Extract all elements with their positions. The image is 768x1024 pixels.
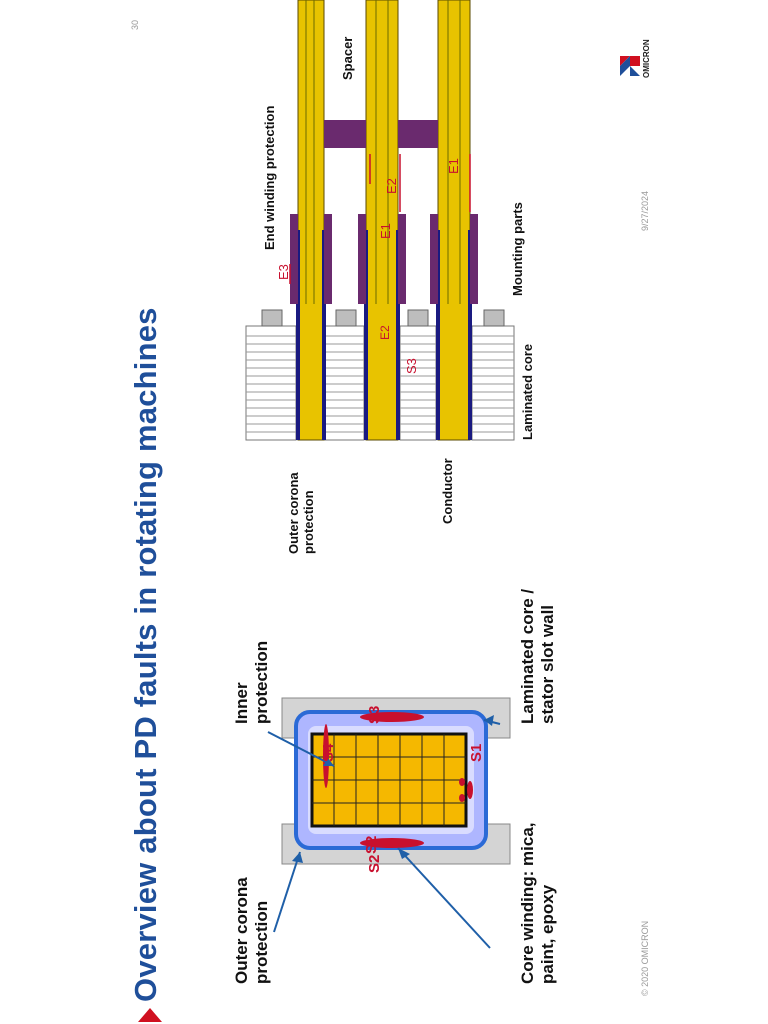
fault-label-e2-b: E2 bbox=[378, 325, 392, 340]
fault-s3-ellipse bbox=[360, 712, 424, 722]
label-laminated-core-right: Laminated core bbox=[520, 343, 535, 440]
label-outer-corona-right-line1: Outer corona bbox=[286, 472, 301, 554]
conductor-grid bbox=[312, 734, 466, 826]
laminated-core-stacks bbox=[245, 325, 515, 441]
fault-s4-ellipse bbox=[323, 724, 329, 788]
fault-label-e1-a: E1 bbox=[378, 223, 393, 239]
fault-label-s2: S2 bbox=[363, 836, 380, 854]
end-winding-protection bbox=[290, 214, 478, 304]
label-outer-corona-right: Outer corona protection bbox=[286, 472, 316, 554]
fault-s1-dot bbox=[467, 781, 473, 799]
fault-label-e1-b: E1 bbox=[446, 158, 461, 174]
label-end-winding: End winding protection bbox=[262, 105, 277, 250]
left-pointer-arrows bbox=[267, 719, 501, 949]
fault-s2-ellipse bbox=[360, 838, 424, 848]
fault-label-e3: E3 bbox=[276, 264, 291, 280]
label-outer-corona-right-line2: protection bbox=[301, 490, 316, 554]
omicron-logo: OMICRON bbox=[618, 18, 653, 78]
spacers bbox=[324, 120, 438, 148]
left-arrow-heads bbox=[292, 715, 494, 863]
label-mounting-parts: Mounting parts bbox=[510, 202, 525, 296]
label-conductor: Conductor bbox=[440, 458, 455, 524]
fault-markers bbox=[289, 154, 471, 284]
fault-label-e2-a: E2 bbox=[384, 178, 399, 194]
omicron-logo-icon bbox=[620, 56, 640, 76]
label-spacer: Spacer bbox=[340, 36, 355, 80]
fault-s1-dot bbox=[459, 778, 465, 786]
fault-label-s3: S3 bbox=[404, 358, 419, 374]
mounting-parts bbox=[261, 309, 505, 327]
fault-s1-dot bbox=[459, 794, 465, 802]
